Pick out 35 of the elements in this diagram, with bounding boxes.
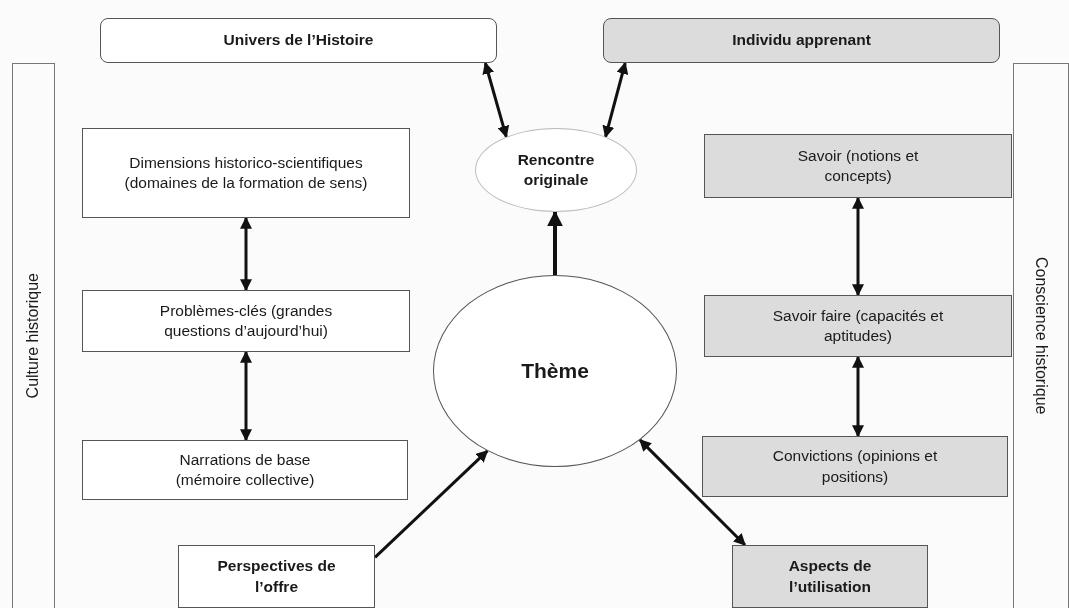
node-label: Dimensions historico-scientifiques (domaines de la formation de sens) bbox=[123, 152, 369, 193]
node-label: Culture historique bbox=[23, 273, 43, 399]
text-box bbox=[82, 128, 410, 218]
node-label: Narrations de base (mémoire collective) bbox=[174, 449, 316, 490]
side-band bbox=[1013, 63, 1069, 608]
text-box bbox=[704, 295, 1012, 357]
text-box bbox=[702, 436, 1008, 497]
rounded-box bbox=[603, 18, 1000, 63]
node-label: Perspectives de l’offre bbox=[216, 556, 337, 597]
node-label: Univers de l’Histoire bbox=[222, 30, 375, 51]
text-box bbox=[82, 440, 408, 500]
node-label: Conscience historique bbox=[1032, 257, 1052, 415]
node-label: Thème bbox=[520, 358, 590, 385]
node-label: Rencontre originale bbox=[516, 149, 596, 190]
node-label: Individu apprenant bbox=[731, 30, 872, 51]
arrow bbox=[547, 210, 563, 275]
node-label: Problèmes-clés (grandes questions d’aujourd’hui) bbox=[158, 300, 334, 341]
arrow bbox=[852, 196, 864, 297]
text-box bbox=[82, 290, 410, 352]
rounded-box bbox=[100, 18, 497, 63]
node-label: Savoir (notions et concepts) bbox=[796, 145, 920, 186]
arrow bbox=[602, 61, 629, 138]
arrow bbox=[240, 216, 252, 292]
arrow bbox=[240, 350, 252, 442]
text-box bbox=[732, 545, 928, 608]
side-band bbox=[12, 63, 55, 608]
node-label: Aspects de l’utilisation bbox=[787, 556, 873, 597]
arrow bbox=[482, 61, 510, 138]
node-label: Savoir faire (capacités et aptitudes) bbox=[771, 305, 945, 346]
text-box bbox=[178, 545, 375, 608]
node-label: Convictions (opinions et positions) bbox=[771, 446, 939, 487]
text-box bbox=[704, 134, 1012, 198]
arrow bbox=[373, 449, 489, 559]
arrow bbox=[638, 438, 747, 547]
arrow bbox=[852, 355, 864, 438]
